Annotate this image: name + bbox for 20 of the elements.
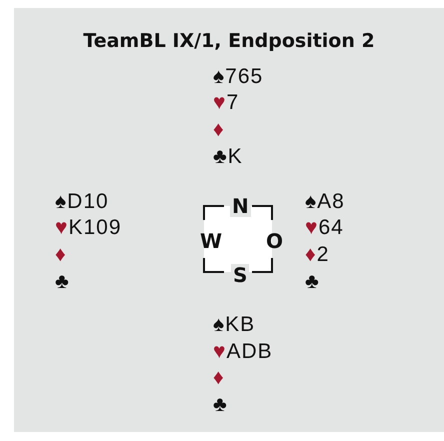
compass-letter: N — [230, 195, 251, 217]
card-holding: ♥ADB — [213, 340, 273, 364]
card-holding: ♣ — [55, 270, 70, 294]
card-holding: ♣ — [305, 270, 320, 294]
card-holding: ♥64 — [305, 216, 344, 240]
card-holding: ♠KB — [213, 313, 256, 337]
card-holding: ♥K109 — [55, 216, 122, 240]
compass-letter: O — [265, 230, 284, 252]
card-holding: ♠D10 — [55, 190, 109, 214]
card-holding: ♦2 — [305, 243, 330, 267]
card-holding: ♠A8 — [305, 190, 345, 214]
card-holding: ♣ — [213, 393, 228, 417]
card-holding: ♦ — [213, 366, 225, 390]
card-holding: ♠765 — [213, 65, 264, 89]
card-holding: ♦ — [213, 118, 225, 142]
card-holding: ♦ — [55, 243, 67, 267]
title: TeamBL IX/1, Endposition 2 — [82, 30, 376, 52]
card-holding: ♣K — [213, 145, 243, 169]
compass-letter: W — [199, 230, 224, 252]
card-holding: ♥7 — [213, 91, 240, 115]
